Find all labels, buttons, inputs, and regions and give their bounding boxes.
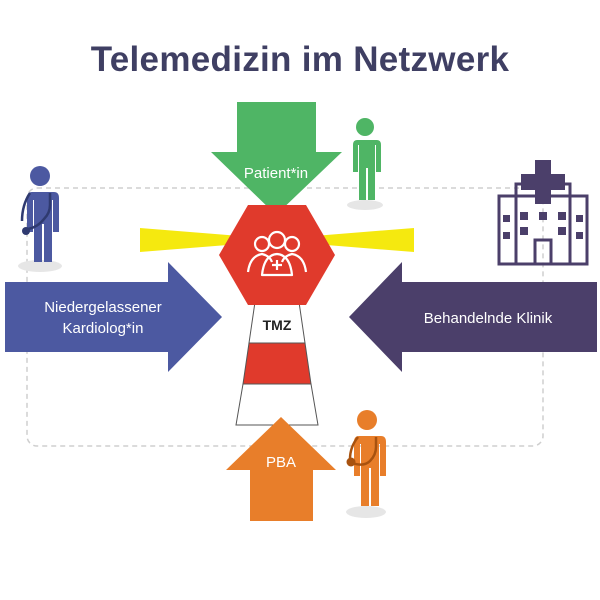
pba-arrow-shape bbox=[226, 417, 336, 521]
beam-right bbox=[314, 228, 414, 252]
kardiologe-arrow-shape bbox=[5, 262, 222, 372]
hospital-icon bbox=[497, 160, 589, 266]
kardiologe-label-line2: Kardiolog*in bbox=[63, 320, 144, 337]
klinik-arrow: Behandelnde Klinik bbox=[349, 262, 597, 372]
person-icon bbox=[347, 118, 383, 210]
klinik-label: Behandelnde Klinik bbox=[424, 310, 553, 327]
patient-label: Patient*in bbox=[244, 165, 308, 182]
kardiologe-arrow: Niedergelassener Kardiolog*in bbox=[5, 262, 222, 372]
patient-arrow-shape bbox=[211, 102, 342, 215]
tower-segment-red bbox=[242, 342, 312, 385]
tower-segment-white-bottom bbox=[235, 383, 319, 426]
beam-left bbox=[140, 228, 240, 252]
tmz-label: TMZ bbox=[263, 317, 292, 333]
page-title: Telemedizin im Netzwerk bbox=[90, 40, 510, 79]
tmz-hexagon bbox=[219, 205, 335, 305]
doctor-stethoscope-icon bbox=[18, 166, 62, 272]
nurse-stethoscope-icon bbox=[346, 410, 386, 518]
klinik-arrow-shape bbox=[349, 262, 597, 372]
patient-arrow: Patient*in bbox=[211, 102, 342, 215]
kardiologe-label-line1: Niedergelassener bbox=[44, 299, 162, 316]
medical-team-icon bbox=[246, 230, 308, 277]
tmz-tower: TMZ bbox=[235, 301, 319, 426]
pba-label: PBA bbox=[266, 454, 296, 471]
pba-arrow: PBA bbox=[226, 417, 336, 521]
